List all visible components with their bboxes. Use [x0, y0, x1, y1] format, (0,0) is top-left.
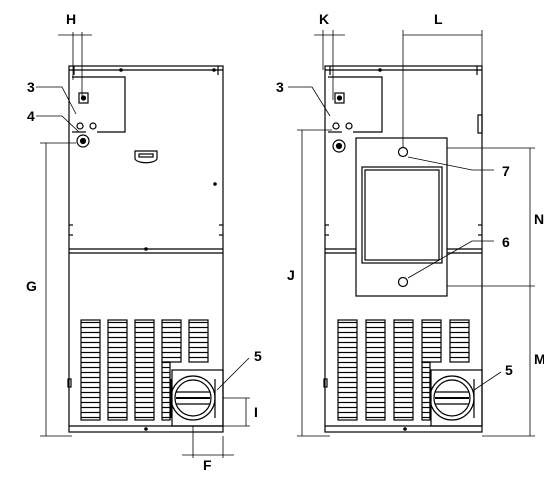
callout-4-left: 4 — [27, 108, 35, 124]
left-louvers — [80, 319, 209, 421]
left-dimensions — [36, 32, 250, 458]
callout-6-right: 6 — [502, 234, 510, 250]
label-g: G — [26, 278, 37, 294]
label-i: I — [254, 404, 258, 420]
left-unit-view — [67, 65, 224, 433]
callout-5-left: 5 — [254, 348, 262, 364]
callout-5-right: 5 — [505, 362, 513, 378]
label-k: K — [319, 11, 329, 27]
label-j: J — [287, 267, 295, 283]
right-unit-view — [323, 65, 483, 433]
right-louvers — [337, 319, 470, 421]
right-coil-panel — [355, 137, 448, 297]
callout-7-right: 7 — [502, 163, 510, 179]
right-dimensions — [288, 30, 535, 437]
label-m: M — [534, 351, 544, 367]
callout-3-right: 3 — [276, 79, 284, 95]
callout-3-left: 3 — [27, 79, 35, 95]
label-l: L — [434, 11, 443, 27]
label-n: N — [534, 211, 544, 227]
label-f: F — [203, 457, 212, 473]
label-h: H — [66, 11, 76, 27]
